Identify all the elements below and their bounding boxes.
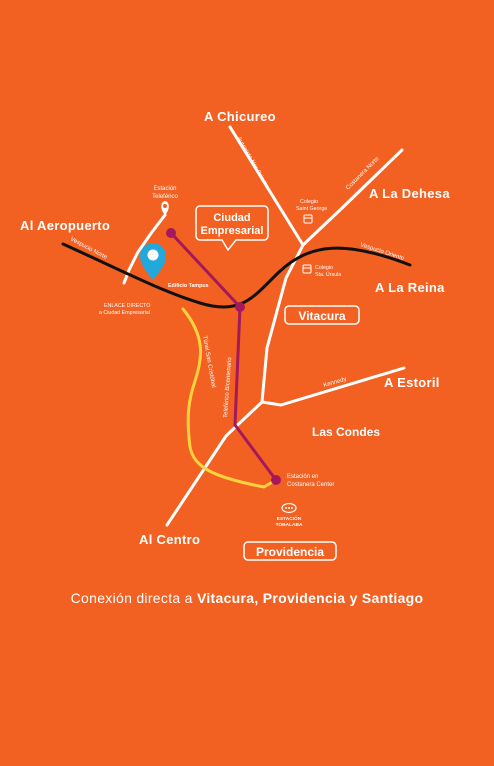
caption: Conexión directa a Vitacura, Providencia… xyxy=(0,590,494,606)
station-junction-dot xyxy=(235,302,245,312)
tunnel-san-cristobal-line xyxy=(181,307,278,489)
label-estacion-1: Estación xyxy=(153,186,176,192)
school-icon xyxy=(302,264,312,274)
label-autopista: Autopista Nor-Oriente xyxy=(235,136,270,190)
vespucio-line xyxy=(61,242,412,309)
label-la-dehesa: A La Dehesa xyxy=(369,186,450,201)
label-aeropuerto: Al Aeropuerto xyxy=(20,218,110,233)
label-la-reina: A La Reina xyxy=(375,280,445,295)
label-tobalaba-2: TOBALABA xyxy=(276,522,303,528)
label-estacion-2: Teleférico xyxy=(152,194,178,200)
label-las-condes: Las Condes xyxy=(312,425,380,439)
school-icon xyxy=(303,214,313,224)
label-costanera-2: Costanera Center xyxy=(287,482,334,488)
location-pin-icon xyxy=(140,243,166,280)
label-tobalaba-1: ESTACIÓN xyxy=(277,514,302,522)
label-tunel: Túnel San Cristóbal xyxy=(201,335,216,388)
label-colegio-sg-2: Saint George xyxy=(296,206,327,212)
label-vitacura: Vitacura xyxy=(298,309,345,323)
road-kennedy xyxy=(260,366,406,407)
label-colegio-sg-1: Colegio xyxy=(300,199,318,205)
label-colegio-su-1: Colegio xyxy=(315,265,333,271)
teleferico-line xyxy=(169,231,278,482)
station-costanera-dot xyxy=(271,475,281,485)
label-centro: Al Centro xyxy=(139,532,200,547)
road-autopista-nor-oriente xyxy=(165,125,305,527)
label-providencia: Providencia xyxy=(256,545,324,559)
label-chicureo: A Chicureo xyxy=(204,109,276,124)
label-costanera-1: Estación en xyxy=(287,474,318,480)
metro-icon xyxy=(281,502,297,514)
station-teleferico-dot xyxy=(166,228,176,238)
label-edificio-tampus: Edificio Tampus xyxy=(168,283,209,289)
label-teleferico-bicentenario: Teleférico Bicentenario xyxy=(223,357,233,419)
label-estoril: A Estoril xyxy=(384,375,440,390)
ciudad-empresarial-callout: Ciudad Empresarial xyxy=(195,205,269,252)
caption-highlight: Vitacura, Providencia y Santiago xyxy=(196,590,424,606)
road-costanera-norte xyxy=(301,148,404,247)
label-enlace-2: a Ciudad Empresarial xyxy=(99,310,150,316)
label-colegio-su-2: Sta. Úrsula xyxy=(315,271,341,278)
label-ciudad-2: Empresarial xyxy=(201,225,264,237)
teleferico-pin-icon xyxy=(161,201,169,215)
label-ciudad-1: Ciudad xyxy=(213,212,250,224)
label-enlace-1: ENLACE DIRECTO xyxy=(104,303,150,309)
caption-prefix: Conexión directa a xyxy=(70,590,193,606)
